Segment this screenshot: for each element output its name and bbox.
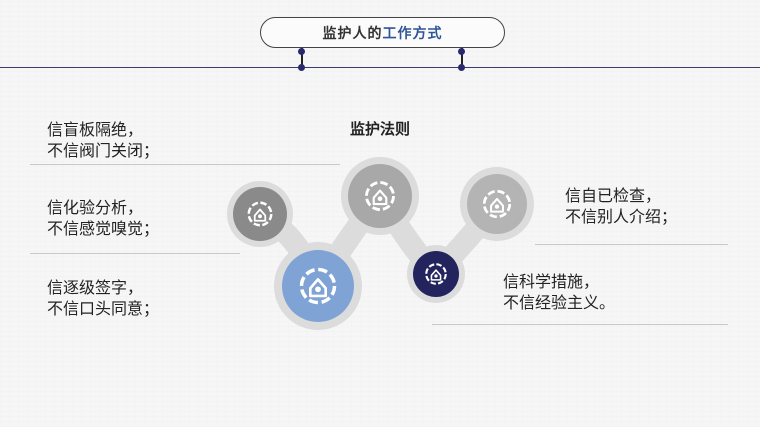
- left-item-2-line2: 不信感觉嗅觉；: [47, 219, 160, 238]
- divider: [432, 324, 728, 325]
- page-title: 监护人的工作方式: [260, 17, 505, 48]
- left-item-1-line1: 信盲板隔绝，: [47, 120, 144, 139]
- header-rule: [0, 67, 760, 68]
- left-item-2: 信化验分析， 不信感觉嗅觉；: [47, 197, 159, 239]
- right-item-1: 信自已检查， 不信别人介绍；: [565, 185, 677, 227]
- title-part-2: 工作方式: [382, 25, 443, 42]
- right-item-2: 信科学措施， 不信经验主义。: [503, 271, 615, 313]
- title-part-1: 监护人的: [322, 25, 383, 42]
- left-item-3-line1: 信逐级签字，: [47, 278, 144, 297]
- node-circle-3: [341, 157, 419, 235]
- left-item-3-line2: 不信口头同意；: [47, 299, 160, 318]
- left-item-3: 信逐级签字， 不信口头同意；: [47, 277, 159, 319]
- divider: [30, 164, 340, 165]
- connector-dot: [458, 48, 465, 55]
- title-connector-right: [461, 48, 463, 69]
- right-item-1-line2: 不信别人介绍；: [565, 207, 678, 226]
- connector-dot: [298, 48, 305, 55]
- node-circle-1: [227, 181, 293, 247]
- left-item-1-line2: 不信阀门关闭；: [47, 141, 160, 160]
- left-item-2-line1: 信化验分析，: [47, 198, 144, 217]
- right-item-1-line1: 信自已检查，: [565, 186, 662, 205]
- law-title: 监护法则: [350, 120, 411, 138]
- right-item-2-line1: 信科学措施，: [503, 272, 600, 291]
- node-circle-2: [274, 242, 362, 330]
- divider: [30, 253, 240, 254]
- title-connector-left: [301, 48, 303, 69]
- connector-dot: [298, 64, 305, 71]
- node-circle-5: [460, 167, 534, 241]
- right-item-2-line2: 不信经验主义。: [503, 293, 616, 312]
- node-circle-4: [407, 245, 465, 303]
- divider: [535, 244, 728, 245]
- connector-dot: [458, 64, 465, 71]
- left-item-1: 信盲板隔绝， 不信阀门关闭；: [47, 119, 159, 161]
